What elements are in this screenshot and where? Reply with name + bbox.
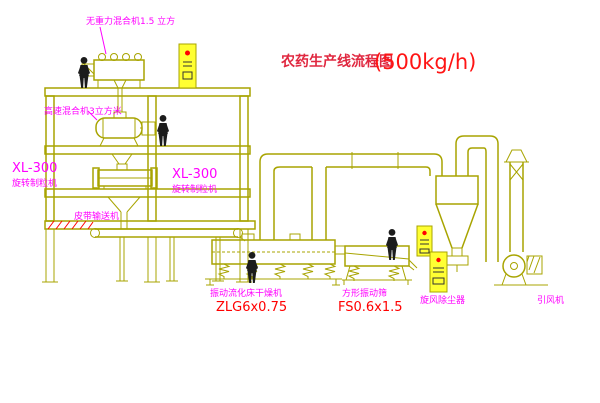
dryer-riser-2 [311,167,327,240]
drawing-title-capacity: (500kg/h) [374,50,476,74]
high-speed-mixer-label: 高速混合机3立方米 [44,105,122,117]
granulator-details [98,163,152,189]
fan-casing [502,254,526,278]
granulator-body [92,167,158,189]
hs-mixer-details [99,111,156,165]
belt-conveyor-label: 皮带输送机 [74,210,119,222]
gravity-mixer-ports [98,53,143,61]
cyclone-outlet-duct-inner [467,147,487,262]
induced-draft-fan [494,254,548,286]
screen-deck [344,252,410,260]
drawing-title: 农药生产线流程图 [280,53,393,70]
gravity-mixer-leader-line [99,26,107,55]
belt-conveyor [90,228,246,282]
gravity-mixer-frame [95,79,143,112]
rotary-granulator [92,163,158,229]
screen-model-label: FS0.6x1.5 [338,300,403,315]
gravity-mixer-label: 无重力混合机1.5 立方 [86,15,175,27]
granulator-right-model-label: XL-300 [172,167,217,182]
fan-motor [526,255,543,275]
conveyor-pulley-left [90,228,100,238]
control-panel-top [178,43,197,89]
stack-x-brace [509,163,524,181]
granulator-left-name-label: 旋转制粒机 [12,177,57,189]
dryer-name-label: 振动流化床干燥机 [210,287,282,299]
panel-markings [419,239,430,254]
panel-indicator-light [185,50,190,56]
control-panel-right-1 [416,225,433,257]
cyclone-cone [435,203,479,249]
cyclone-label: 旋风除尘器 [420,294,465,306]
conveyor-pulley-right [233,228,243,238]
stack-body [509,162,524,252]
spring [324,263,336,280]
spring [348,265,360,282]
cyclone-cylinder [435,175,479,205]
main-duct-inner [273,166,431,240]
cyclone-separator [435,175,479,272]
vibrating-screen [334,245,418,285]
spring [274,263,286,280]
panel-indicator-light [436,257,441,263]
worker-figure [157,115,169,146]
building-structure [42,87,256,283]
exhaust-stack [504,149,529,252]
granulator-right-name-label: 旋转制粒机 [172,183,217,195]
conveyor-legs [116,237,224,282]
panel-indicator-light [422,230,427,236]
conveyor-belt [95,228,238,238]
duct-flanges [351,152,399,169]
stack-rain-cap [504,149,529,163]
spring [302,263,314,280]
worker-figure [78,57,90,88]
dryer-model-label: ZLG6x0.75 [216,300,287,315]
panel-markings [432,267,445,285]
screen-name-label: 方形振动筛 [342,287,387,299]
fan-label: 引风机 [537,294,564,306]
floor-hatching [47,220,94,230]
screen-spout [408,259,418,271]
floor-slabs [44,87,256,230]
panel-markings [182,61,193,80]
granulator-left-model-label: XL-300 [12,161,57,176]
fan-hub [510,262,518,270]
labels: 无重力混合机1.5 立方 高速混合机3立方米 XL-300 旋转制粒机 XL-3… [12,15,564,315]
cyclone-tip [445,247,469,272]
foundation-piers [42,229,252,283]
spring [388,265,400,282]
gravity-mixer-body [93,59,145,81]
duct-system [259,135,499,262]
screen-inlet-connector [334,245,346,255]
high-speed-mixer [95,111,156,165]
hs-mixer-leader-line [87,110,98,121]
fluid-bed-dryer [205,233,342,286]
cyclone-outlet-duct-outer [455,135,499,262]
dryer-base [205,278,342,286]
control-panel-right-2 [429,251,448,293]
fan-base [494,273,548,286]
worker-figure [386,229,398,260]
main-duct-outer [259,153,443,240]
granulator-discharge-chute [107,196,141,229]
dryer-nozzles [241,233,301,241]
dryer-springs [218,263,336,280]
screen-base [342,265,412,285]
gravity-mixer [81,53,145,112]
